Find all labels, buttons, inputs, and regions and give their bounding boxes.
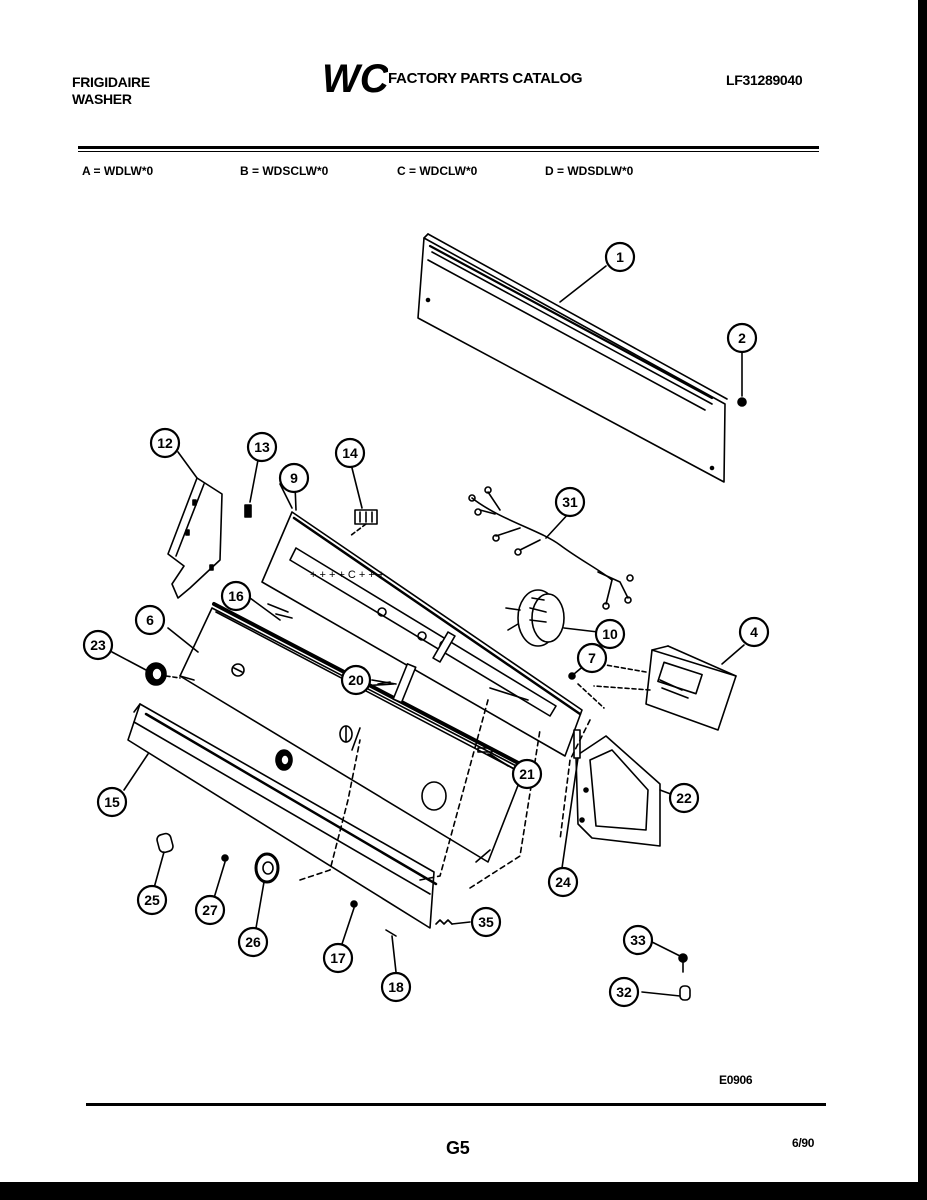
part-screw-18 xyxy=(385,929,397,973)
part-screw-2 xyxy=(737,349,747,407)
svg-text:1: 1 xyxy=(616,249,624,265)
callout-22: 22 xyxy=(668,782,700,814)
part-knob-26 xyxy=(254,852,280,929)
callout-21: 21 xyxy=(511,758,543,790)
part-wire-harness xyxy=(468,486,634,610)
callout-27: 27 xyxy=(194,894,226,926)
svg-text:20: 20 xyxy=(348,672,364,688)
part-clip-32 xyxy=(641,985,691,1001)
exploded-parts-diagram: + + + + C + + + xyxy=(82,233,770,1008)
part-knob-23 xyxy=(111,651,181,686)
model-b: B = WDSCLW*0 xyxy=(240,164,329,178)
svg-text:7: 7 xyxy=(588,650,596,666)
header-rule-top xyxy=(78,146,819,149)
svg-text:26: 26 xyxy=(245,934,261,950)
callout-23: 23 xyxy=(82,629,114,661)
callout-12: 12 xyxy=(149,427,181,459)
callout-6: 6 xyxy=(134,604,166,636)
part-retainer-16 xyxy=(267,603,293,619)
svg-text:12: 12 xyxy=(157,435,173,451)
svg-text:6: 6 xyxy=(146,612,154,628)
part-button-25 xyxy=(153,832,174,889)
svg-text:15: 15 xyxy=(104,794,120,810)
part-screw-17 xyxy=(341,900,358,945)
model-c: C = WDCLW*0 xyxy=(397,164,478,178)
part-timer-10 xyxy=(505,589,599,647)
callout-9: 9 xyxy=(278,462,310,494)
svg-text:2: 2 xyxy=(738,330,746,346)
model-d: D = WDSDLW*0 xyxy=(545,164,634,178)
part-spring-27 xyxy=(213,854,229,899)
svg-text:9: 9 xyxy=(290,470,298,486)
header-rule-bottom xyxy=(78,151,819,152)
callout-32: 32 xyxy=(608,976,640,1008)
catalog-title: FACTORY PARTS CATALOG xyxy=(388,70,583,87)
callout-10: 10 xyxy=(594,618,626,650)
svg-text:10: 10 xyxy=(602,626,618,642)
callout-31: 31 xyxy=(554,486,586,518)
page-code: G5 xyxy=(446,1138,470,1158)
svg-text:17: 17 xyxy=(330,950,346,966)
svg-text:16: 16 xyxy=(228,588,244,604)
callout-labels: 1 2 4 6 7 9 10 12 13 14 15 16 17 18 20 2… xyxy=(82,241,770,1008)
svg-text:24: 24 xyxy=(555,874,571,890)
callout-17: 17 xyxy=(322,942,354,974)
svg-text:33: 33 xyxy=(630,932,646,948)
callout-35: 35 xyxy=(470,906,502,938)
catalog-page: FRIGIDAIRE WASHER WCI FACTORY PARTS CATA… xyxy=(0,0,918,1182)
part-relay-4 xyxy=(593,644,745,731)
part-right-bracket xyxy=(575,735,677,847)
callout-1: 1 xyxy=(604,241,636,273)
callout-24: 24 xyxy=(547,866,579,898)
part-left-bracket xyxy=(167,451,223,599)
callout-4: 4 xyxy=(738,616,770,648)
callout-25: 25 xyxy=(136,884,168,916)
svg-text:32: 32 xyxy=(616,984,632,1000)
logo-text: WCI xyxy=(322,58,388,98)
callout-14: 14 xyxy=(334,437,366,469)
catalog-number: LF31289040 xyxy=(726,72,803,88)
callout-2: 2 xyxy=(726,322,758,354)
callout-16: 16 xyxy=(220,580,252,612)
callout-7: 7 xyxy=(576,642,608,674)
svg-text:13: 13 xyxy=(254,439,270,455)
part-switch-14 xyxy=(349,467,378,537)
svg-text:25: 25 xyxy=(144,892,160,908)
svg-text:23: 23 xyxy=(90,637,106,653)
date-code: 6/90 xyxy=(792,1136,815,1150)
callout-18: 18 xyxy=(380,971,412,1003)
part-clip-24 xyxy=(561,729,581,869)
part-trim-strip xyxy=(123,703,438,929)
part-control-panel: + + + + C + + + xyxy=(261,484,583,757)
svg-text:21: 21 xyxy=(519,766,535,782)
part-clip-13 xyxy=(244,459,259,518)
part-rear-panel xyxy=(417,233,728,483)
callout-20: 20 xyxy=(340,664,372,696)
diagram-code: E0906 xyxy=(719,1073,753,1087)
part-screw-33 xyxy=(651,941,688,973)
product-type: WASHER xyxy=(72,91,132,107)
svg-text:27: 27 xyxy=(202,902,218,918)
callout-15: 15 xyxy=(96,786,128,818)
wci-logo: WCI xyxy=(322,58,388,98)
svg-text:18: 18 xyxy=(388,979,404,995)
svg-text:31: 31 xyxy=(562,494,578,510)
svg-text:22: 22 xyxy=(676,790,692,806)
model-a: A = WDLW*0 xyxy=(82,164,154,178)
brand-name: FRIGIDAIRE xyxy=(72,74,150,90)
callout-26: 26 xyxy=(237,926,269,958)
svg-text:+ + + + C + + +: + + + + C + + + xyxy=(310,569,384,581)
part-spring-35 xyxy=(435,919,471,925)
svg-text:4: 4 xyxy=(750,624,758,640)
svg-text:14: 14 xyxy=(342,445,358,461)
svg-text:35: 35 xyxy=(478,914,494,930)
callout-13: 13 xyxy=(246,431,278,463)
brand-block: FRIGIDAIRE WASHER xyxy=(72,74,150,108)
callout-33: 33 xyxy=(622,924,654,956)
footer-rule xyxy=(86,1103,826,1106)
